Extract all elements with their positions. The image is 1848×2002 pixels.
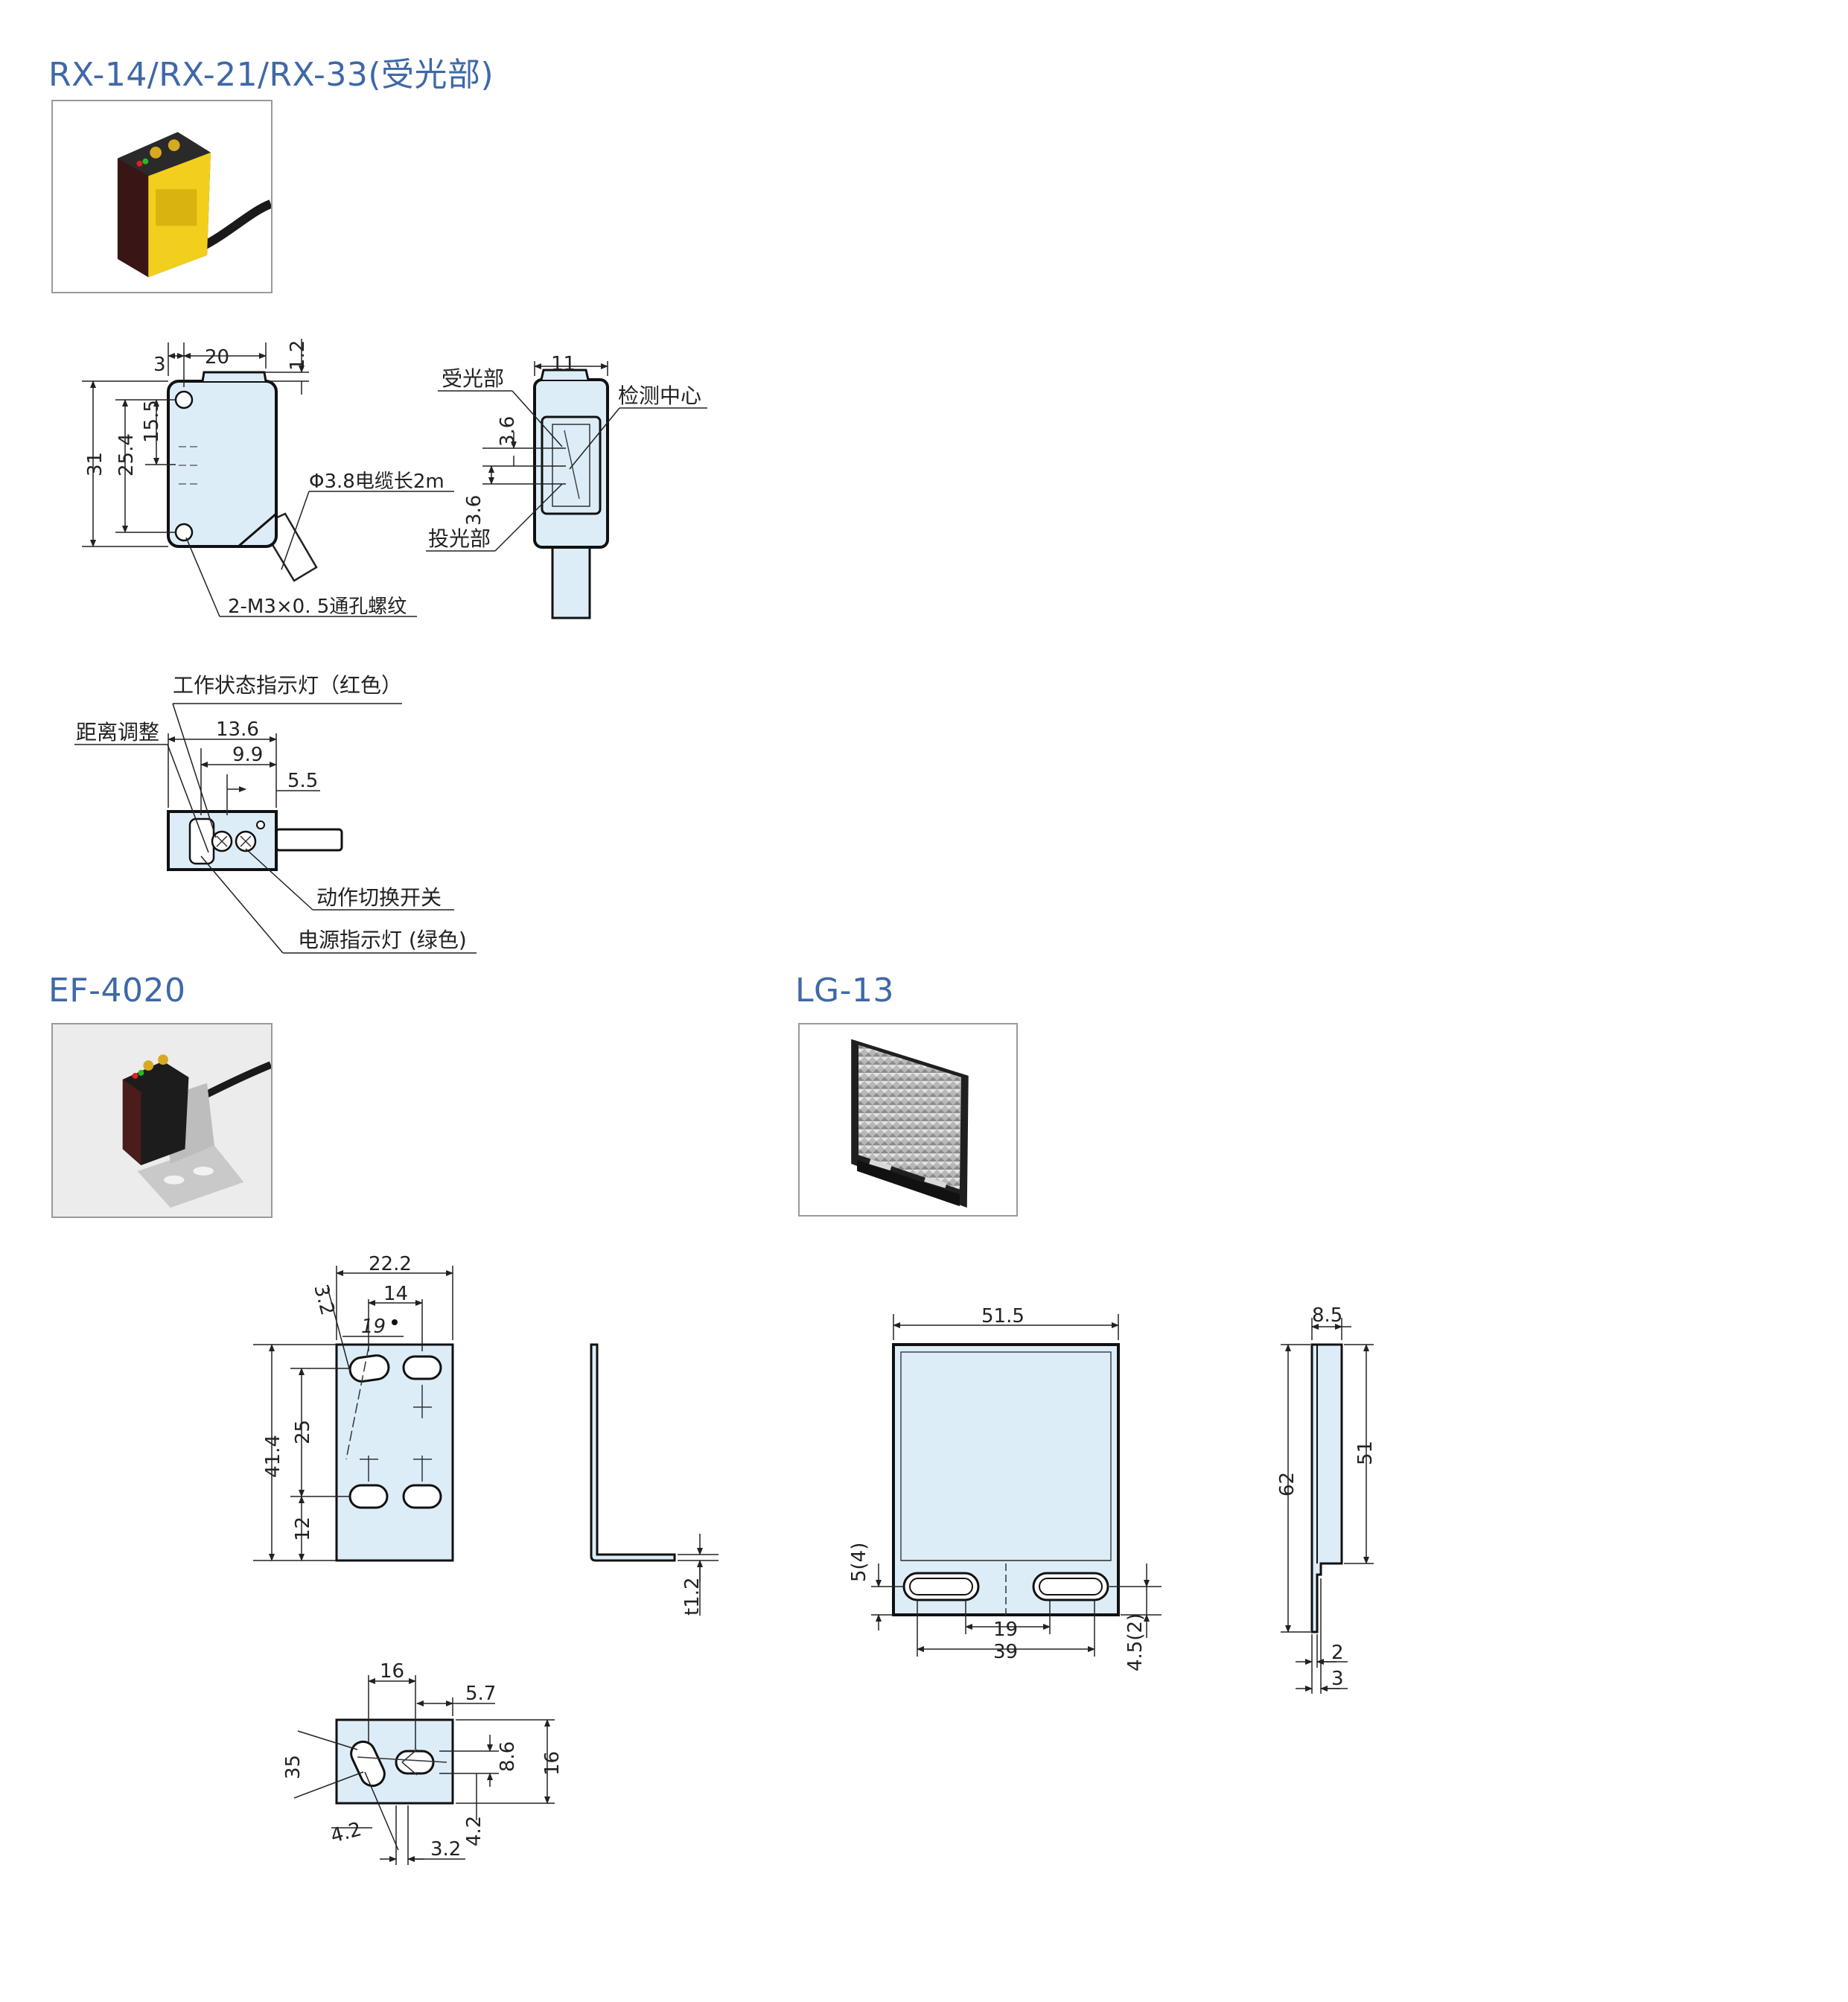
dim-label: 25	[292, 1420, 314, 1444]
dim-label: 51	[1354, 1441, 1377, 1465]
lg-slot	[1032, 1572, 1109, 1601]
dim-label: 4.2	[328, 1818, 364, 1848]
rx-lens	[541, 415, 602, 515]
dim-label: 8.6	[497, 1741, 519, 1772]
dim-label: 19	[993, 1619, 1018, 1641]
thickness-label: t1.2	[681, 1577, 704, 1616]
section-title-ef: EF-4020	[48, 972, 186, 1010]
rx-side-view: 11 受光部 检测中心 3.6 3.6 投光部	[426, 353, 707, 619]
dim-label: 51.5	[981, 1305, 1025, 1327]
rx-sensor-photo	[51, 100, 273, 293]
ef-bracket-profile	[590, 1343, 676, 1562]
ef-front-view: 22.2 3.2 14 19 41.4 25 12	[253, 1253, 454, 1562]
rx-hole-top	[174, 390, 194, 409]
dim-label: 2	[1331, 1642, 1344, 1664]
center-label: 检测中心	[618, 383, 701, 408]
dim-label: 41.4	[262, 1435, 284, 1478]
dim-label: 5.7	[465, 1683, 496, 1705]
dim-label: 16	[380, 1660, 404, 1683]
ef-slot	[348, 1484, 389, 1509]
dim-label: 8.5	[1312, 1304, 1342, 1327]
dim-label: 3.2	[309, 1282, 339, 1318]
ef-side-view: t1.2	[590, 1343, 719, 1616]
dim-label: 13.6	[216, 718, 259, 741]
switch-label: 动作切换开关	[316, 885, 442, 910]
lg-front-view: 51.5 5(4) 19 39 4.5(2)	[848, 1305, 1162, 1671]
section-title-lg: LG-13	[795, 972, 894, 1010]
ef-bracket-photo	[51, 1023, 273, 1218]
dim-label: 39	[993, 1641, 1018, 1663]
dim-label: 16	[541, 1751, 564, 1776]
bracket-image	[122, 1054, 271, 1208]
dim-label: 3.6	[497, 416, 519, 447]
dim-label: 5(4)	[848, 1543, 870, 1582]
dim-label: 20	[205, 346, 229, 369]
dim-label: 3	[153, 354, 166, 376]
dim-label: 3	[1331, 1668, 1344, 1690]
dim-label: 5.5	[287, 770, 318, 792]
cable-label: Φ3.8电缆长2m	[309, 471, 445, 493]
lg-reflector-photo	[798, 1023, 1018, 1217]
thread-label: 2-M3×0. 5通孔螺纹	[228, 596, 407, 618]
lg-side-profile	[1310, 1343, 1343, 1633]
dim-label: 19	[361, 1316, 386, 1338]
dim-label: 1.2	[287, 340, 309, 371]
dim-label: 9.9	[232, 744, 263, 766]
section-title-rx: RX-14/RX-21/RX-33(受光部)	[48, 56, 494, 94]
rx-front-view: 3 20 1.2 31 25.4 15.5 Φ3.8电缆长2m 2-M3×0. …	[82, 339, 454, 618]
dim-label: 11	[551, 353, 576, 375]
dim-label: 4.2	[463, 1816, 485, 1846]
power-led-label: 电源指示灯 (绿色)	[298, 928, 467, 952]
ef-slot	[402, 1484, 442, 1509]
receiver-label: 受光部	[442, 366, 504, 391]
sensor-image	[117, 132, 271, 278]
dim-label: 3.2	[430, 1838, 461, 1861]
dim-label: 14	[383, 1283, 408, 1305]
dim-label: 62	[1276, 1472, 1299, 1496]
dim-label: 35	[282, 1755, 305, 1779]
lg-side-view: 8.5 62 51 2 3	[1276, 1304, 1377, 1694]
rx-top-view: 工作状态指示灯（红色） 距离调整 13.6 9.9 5.5 动作切换开关 电源指…	[74, 673, 477, 954]
distance-label: 距离调整	[76, 720, 159, 745]
dim-label: 31	[84, 452, 106, 476]
ef-bottom-view: 16 5.7 35 8.6 16 4.2 3.2 4.2	[282, 1660, 564, 1865]
lg-slot	[902, 1572, 980, 1601]
status-led-label: 工作状态指示灯（红色）	[173, 673, 402, 698]
dim-label: 4.5(2)	[1124, 1613, 1147, 1671]
ef-bottom-slot	[395, 1750, 435, 1775]
dim-label: 22.2	[369, 1253, 412, 1275]
dim-label: 15.5	[141, 400, 163, 443]
reflector-image	[851, 1039, 969, 1208]
emitter-label: 投光部	[428, 526, 491, 551]
dim-label: 25.4	[115, 433, 138, 476]
dim-label: 12	[292, 1517, 314, 1541]
dim-label: 3.6	[463, 495, 485, 526]
rx-hole-bottom	[174, 523, 194, 542]
ef-slot	[402, 1355, 442, 1380]
